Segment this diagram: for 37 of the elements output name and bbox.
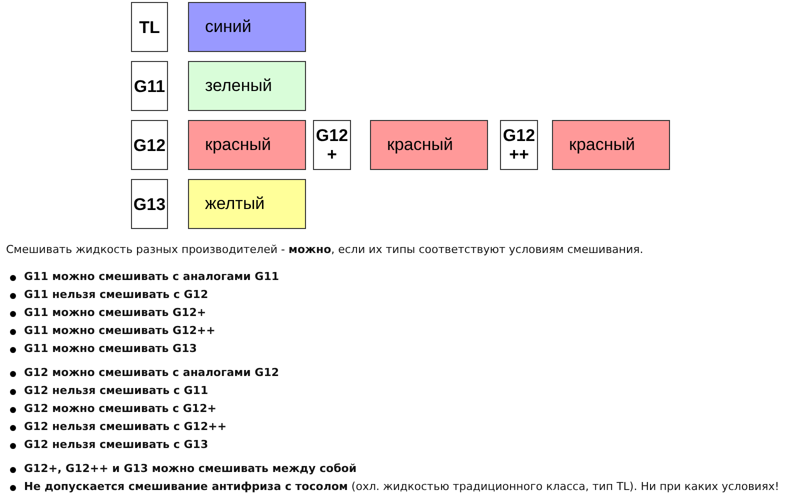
type-code-box bbox=[313, 120, 351, 170]
list-item: G11 можно смешивать G12+ bbox=[24, 306, 206, 319]
type-code: G13 bbox=[133, 194, 166, 214]
type-code: G12 + bbox=[314, 126, 350, 164]
color-box bbox=[188, 179, 306, 229]
type-code-box bbox=[500, 120, 538, 170]
type-code: G12 bbox=[133, 136, 166, 154]
color-box bbox=[188, 2, 306, 52]
list-item: G12 можно смешивать с аналогами G12 bbox=[24, 366, 279, 379]
type-code: G12 ++ bbox=[502, 126, 536, 164]
list-item: G12+, G12++ и G13 можно смешивать между собой bbox=[24, 462, 357, 475]
type-code-box bbox=[131, 2, 168, 52]
color-name: зеленый bbox=[205, 76, 272, 96]
color-box bbox=[370, 120, 488, 170]
type-code-box bbox=[131, 120, 168, 170]
type-code-box bbox=[131, 179, 168, 229]
type-code-box bbox=[131, 61, 168, 111]
list-item: G12 нельзя смешивать с G13 bbox=[24, 438, 208, 451]
type-code: TL bbox=[139, 18, 160, 36]
list-item: G12 нельзя смешивать с G12++ bbox=[24, 420, 227, 433]
color-name: желтый bbox=[205, 194, 265, 214]
color-name: красный bbox=[569, 135, 635, 155]
list-item: G12 можно смешивать с G12+ bbox=[24, 402, 216, 415]
list-item: G11 можно смешивать G13 bbox=[24, 342, 197, 355]
color-box bbox=[188, 120, 306, 170]
color-name: синий bbox=[205, 17, 252, 37]
list-item: G11 можно смешивать с аналогами G11 bbox=[24, 270, 279, 283]
list-item: G11 нельзя смешивать с G12 bbox=[24, 288, 208, 301]
list-item: G12 нельзя смешивать с G11 bbox=[24, 384, 208, 397]
color-name: красный bbox=[387, 135, 453, 155]
color-box bbox=[188, 61, 306, 111]
type-code: G11 bbox=[134, 76, 166, 96]
color-box bbox=[552, 120, 670, 170]
list-item: Не допускается смешивание антифриза с тосолом (охл. жидкостью традиционного класса, тип TL). Ни при каких условиях! bbox=[24, 480, 780, 493]
list-item: G11 можно смешивать G12++ bbox=[24, 324, 216, 337]
intro-text: Смешивать жидкость разных производителей - можно, если их типы соответствуют условиям смешивания. bbox=[6, 243, 644, 256]
color-name: красный bbox=[205, 135, 271, 155]
